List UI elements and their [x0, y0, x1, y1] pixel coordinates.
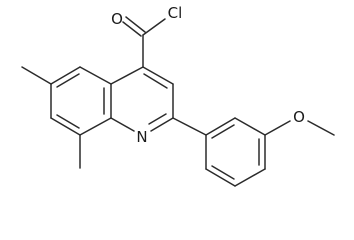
methyl-groups: [21, 66, 81, 169]
bond-ar1-ar2: [205, 117, 236, 136]
bond-c4-c3-inner: [143, 73, 168, 89]
benzo-ring: [50, 66, 112, 136]
bond-c8-c8a: [79, 117, 112, 136]
bond-carbonyl-double-b: [125, 16, 146, 33]
acyl-chloride-group: [122, 16, 166, 68]
bond-c7-c8-inner: [56, 114, 80, 129]
bond-c7-c8: [50, 117, 81, 136]
pyridine-ring: [110, 66, 174, 132]
bond-c6-methyl: [21, 66, 52, 85]
bond-c5-c6-inner: [56, 73, 80, 88]
atom-label-methoxy-oxygen: O: [293, 108, 305, 126]
bond-ar3-oxygen: [264, 120, 291, 136]
bond-carbonyl-double-a: [122, 21, 142, 37]
methoxyphenyl-ring: [205, 117, 266, 187]
bond-c4a-c5: [79, 66, 112, 85]
bond-n1-c8a: [110, 117, 135, 132]
chemical-structure-diagram: O Cl N O: [21, 4, 335, 187]
methoxy-group: [264, 120, 335, 136]
bond-c2-aryl: [172, 117, 207, 136]
bond-oxygen-methyl: [307, 120, 335, 136]
bond-c4-c3: [142, 66, 174, 85]
bond-ar4-ar5: [234, 168, 266, 187]
atom-label-ring-nitrogen: N: [136, 128, 147, 146]
bond-c2-n1: [150, 117, 174, 132]
bond-ar2-ar3: [234, 117, 266, 136]
bond-ar5-ar6: [205, 168, 236, 187]
bond-carbonyl-chlorine: [142, 18, 166, 36]
bond-ar1-ar2-inner: [211, 124, 235, 139]
bond-c5-c6: [50, 66, 81, 85]
bond-c4a-c4: [110, 66, 144, 85]
bond-c2-n1-inner: [148, 113, 167, 125]
atom-label-carbonyl-oxygen: O: [111, 10, 123, 28]
bond-ar5-ar6-inner: [211, 165, 235, 180]
atom-label-chlorine: Cl: [168, 4, 183, 22]
